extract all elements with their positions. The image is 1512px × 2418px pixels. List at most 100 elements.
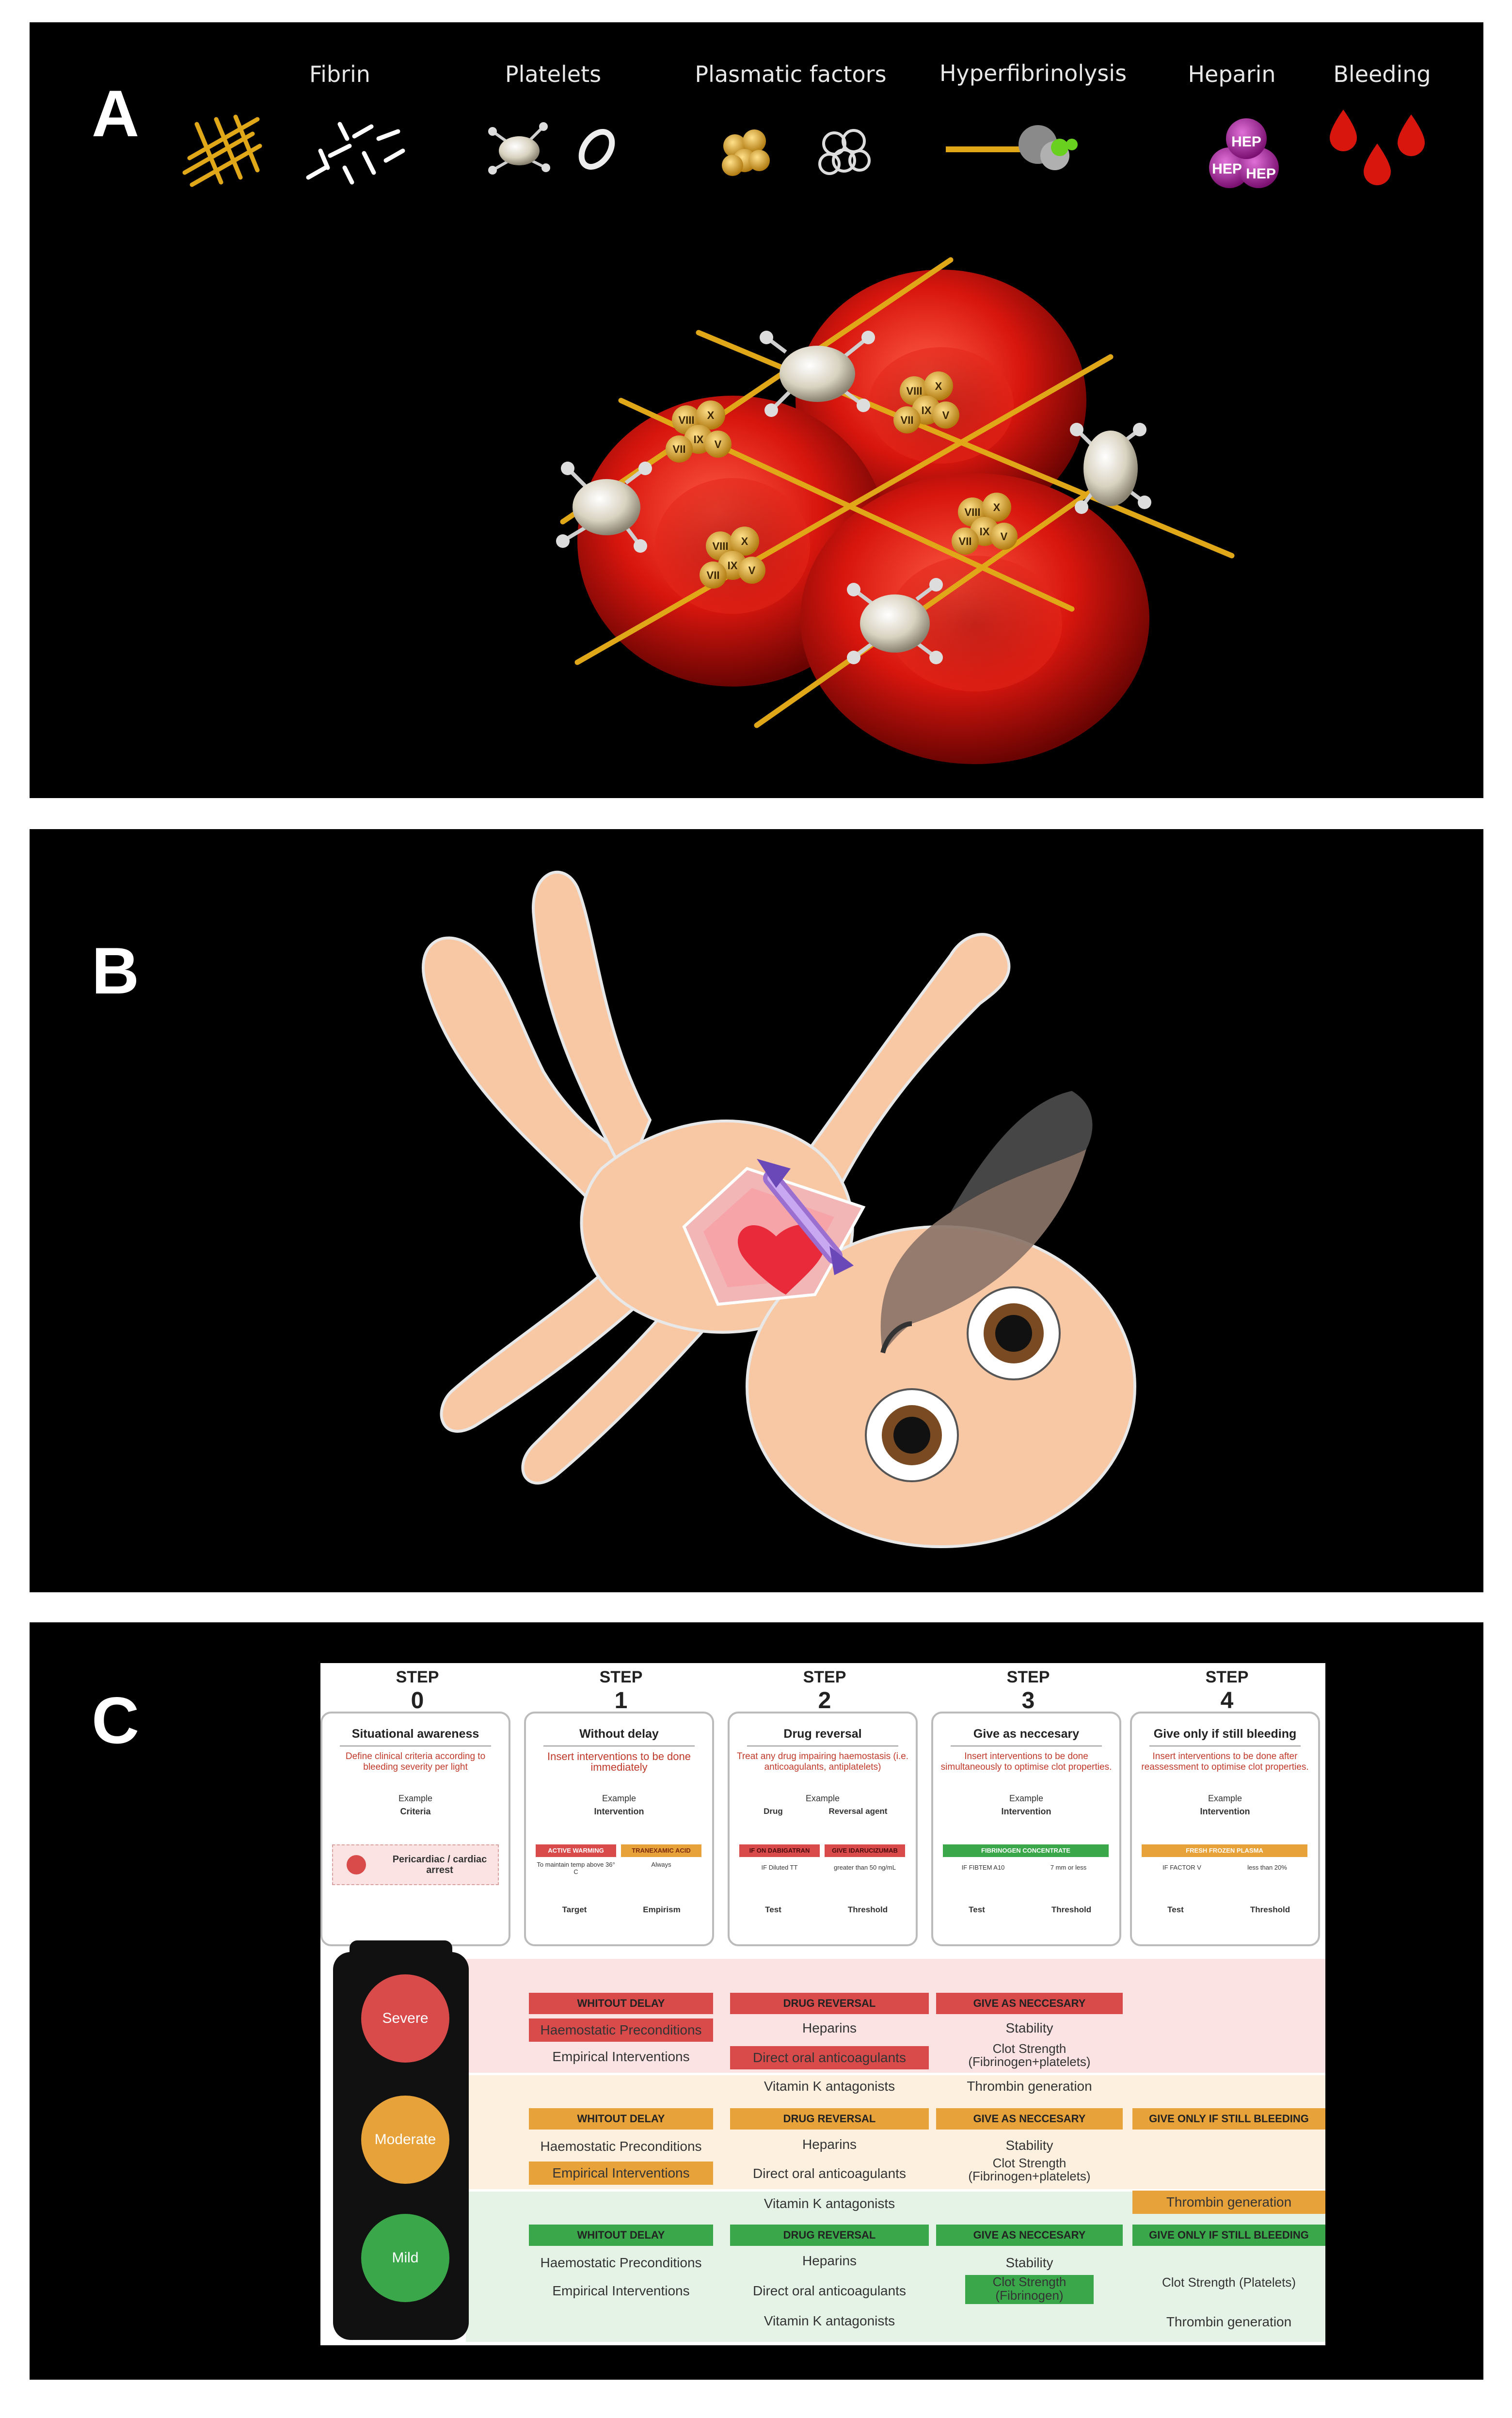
heparin-tag-1: HEP — [1231, 134, 1261, 150]
reversal-agent-label: Reversal agent — [828, 1807, 888, 1816]
fresh-frozen-plasma-box: FRESH FROZEN PLASMA — [1142, 1844, 1307, 1857]
example-label: Example — [1208, 1793, 1242, 1803]
diluted-tt-test: IF Diluted TT — [761, 1864, 798, 1871]
step-title: STEP — [803, 1668, 846, 1686]
step-3-card: Give as neccesary Insert interventions t… — [931, 1712, 1121, 1946]
factor-numeral: VIII — [906, 385, 922, 397]
tranexamic-acid-box: TRANEXAMIC ACID — [621, 1844, 701, 1857]
card-divider — [543, 1745, 695, 1746]
factor-cluster — [952, 493, 1018, 555]
card-title: Without delay — [579, 1727, 659, 1741]
empirism-label: Empirism — [643, 1905, 681, 1914]
panel-a-illustration: HEP HEP HEP — [182, 110, 1425, 764]
dabigatran-box: IF ON DABIGATRAN — [739, 1844, 820, 1857]
panel-b: B — [30, 829, 1483, 1592]
mild-band — [466, 2192, 1325, 2342]
legend-hyperfibrinolysis-label: Hyperfibrinolysis — [939, 60, 1127, 86]
factor-numeral: VIII — [712, 540, 728, 552]
step-number: 2 — [818, 1688, 831, 1713]
example-label: Example — [398, 1793, 433, 1803]
card-description: Insert interventions to be done immediat… — [547, 1750, 691, 1773]
severe-empirical-interventions: Empirical Interventions — [552, 2049, 690, 2064]
intervention-label: Intervention — [1001, 1807, 1051, 1816]
card-divider — [1149, 1745, 1301, 1746]
moderate-light: Moderate — [361, 2096, 449, 2184]
factor-numeral: V — [748, 564, 756, 576]
test-label: Test — [1167, 1905, 1184, 1914]
step-title: STEP — [396, 1668, 439, 1686]
step-title: STEP — [1006, 1668, 1050, 1686]
target-label: Target — [562, 1905, 587, 1914]
step-number: 1 — [614, 1688, 628, 1713]
factor-cluster — [666, 400, 732, 463]
criteria-text: Pericardiac / cardiac arrest — [392, 1854, 487, 1875]
step-number: 3 — [1021, 1688, 1035, 1713]
moderate-header-give-as-necessary: GIVE AS NECCESARY — [936, 2108, 1123, 2130]
scene-platelet — [847, 578, 943, 664]
severe-clot-strength: Clot Strength (Fibrinogen+platelets) — [968, 2041, 1091, 2069]
fibrin-fragments-icon — [306, 122, 405, 185]
heparin-tag-3: HEP — [1246, 166, 1276, 182]
factor-v-threshold: less than 20% — [1247, 1864, 1287, 1871]
test-label: Test — [765, 1905, 781, 1914]
threshold-label: Threshold — [847, 1905, 888, 1914]
card-title: Give as neccesary — [973, 1727, 1080, 1741]
step-2-card: Drug reversal Treat any drug impairing h… — [728, 1712, 918, 1946]
mild-stability: Stability — [1005, 2255, 1053, 2270]
fibtem-threshold: 7 mm or less — [1050, 1864, 1087, 1871]
panel-a-label: A — [92, 77, 140, 150]
factor-numeral: X — [741, 535, 748, 547]
severe-header-give-as-necessary: GIVE AS NECCESARY — [936, 1993, 1123, 2014]
factor-numeral: VIII — [678, 414, 694, 426]
severe-direct-oral-anticoagulants: Direct oral anticoagulants — [730, 2046, 929, 2069]
factor-cluster — [700, 527, 765, 589]
factor-numeral: X — [707, 409, 715, 421]
tranexamic-empirism: Always — [651, 1861, 671, 1868]
card-title: Situational awareness — [351, 1727, 479, 1741]
active-warming-box: ACTIVE WARMING — [536, 1844, 616, 1857]
moderate-haemostatic-preconditions: Haemostatic Preconditions — [540, 2139, 702, 2154]
eye-icon — [967, 1286, 1061, 1380]
factor-numeral: VII — [707, 569, 720, 581]
mild-haemostatic-preconditions: Haemostatic Preconditions — [540, 2255, 702, 2270]
step-0-card: Situational awareness Define clinical cr… — [320, 1712, 510, 1946]
panel-b-label: B — [92, 934, 140, 1008]
factor-cluster — [893, 371, 959, 433]
scene-platelet — [760, 331, 875, 417]
severe-vitamin-k-antagonists: Vitamin K antagonists — [764, 2079, 895, 2094]
severe-header-without-delay: WHITOUT DELAY — [529, 1993, 713, 2014]
fibtem-test: IF FIBTEM A10 — [961, 1864, 1005, 1871]
step-number: 4 — [1220, 1688, 1234, 1713]
aortic-cannula — [757, 1159, 854, 1275]
moderate-heparins: Heparins — [802, 2137, 857, 2152]
severe-header-drug-reversal: DRUG REVERSAL — [730, 1993, 929, 2014]
drug-label: Drug — [764, 1807, 783, 1816]
card-description: Treat any drug impairing haemostasis (i.… — [736, 1751, 909, 1772]
factor-numeral: X — [993, 501, 1001, 513]
threshold-label: Threshold — [1051, 1905, 1092, 1914]
step-title: STEP — [1205, 1668, 1249, 1686]
card-description: Define clinical criteria according to bl… — [345, 1751, 486, 1772]
step-title: STEP — [599, 1668, 643, 1686]
factor-numeral: V — [715, 438, 722, 450]
drape-edge — [880, 1321, 912, 1354]
moderate-header-without-delay: WHITOUT DELAY — [529, 2108, 713, 2130]
plasmatic-factor-icon — [722, 129, 770, 176]
red-light-icon — [347, 1855, 366, 1874]
legend-heparin-label: Heparin — [1188, 61, 1276, 87]
card-title: Give only if still bleeding — [1153, 1727, 1297, 1741]
severe-stability: Stability — [1005, 2020, 1053, 2035]
factor-numeral: V — [1001, 530, 1008, 543]
card-divider — [747, 1745, 898, 1746]
legend-bleeding-label: Bleeding — [1333, 61, 1431, 87]
factor-numeral: IX — [694, 433, 704, 446]
idarucizumab-box: GIVE IDARUCIZUMAB — [825, 1844, 905, 1857]
factor-numeral: V — [942, 409, 950, 421]
fibrinogen-concentrate-box: FIBRINOGEN CONCENTRATE — [943, 1844, 1109, 1857]
step-4-card: Give only if still bleeding Insert inter… — [1130, 1712, 1320, 1946]
fibrin-mesh-icon — [182, 114, 262, 187]
eye-icon — [865, 1388, 959, 1482]
moderate-clot-strength: Clot Strength (Fibrinogen+platelets) — [968, 2156, 1091, 2183]
step-number: 0 — [411, 1688, 424, 1713]
moderate-thrombin-generation: Thrombin generation — [1132, 2191, 1325, 2214]
